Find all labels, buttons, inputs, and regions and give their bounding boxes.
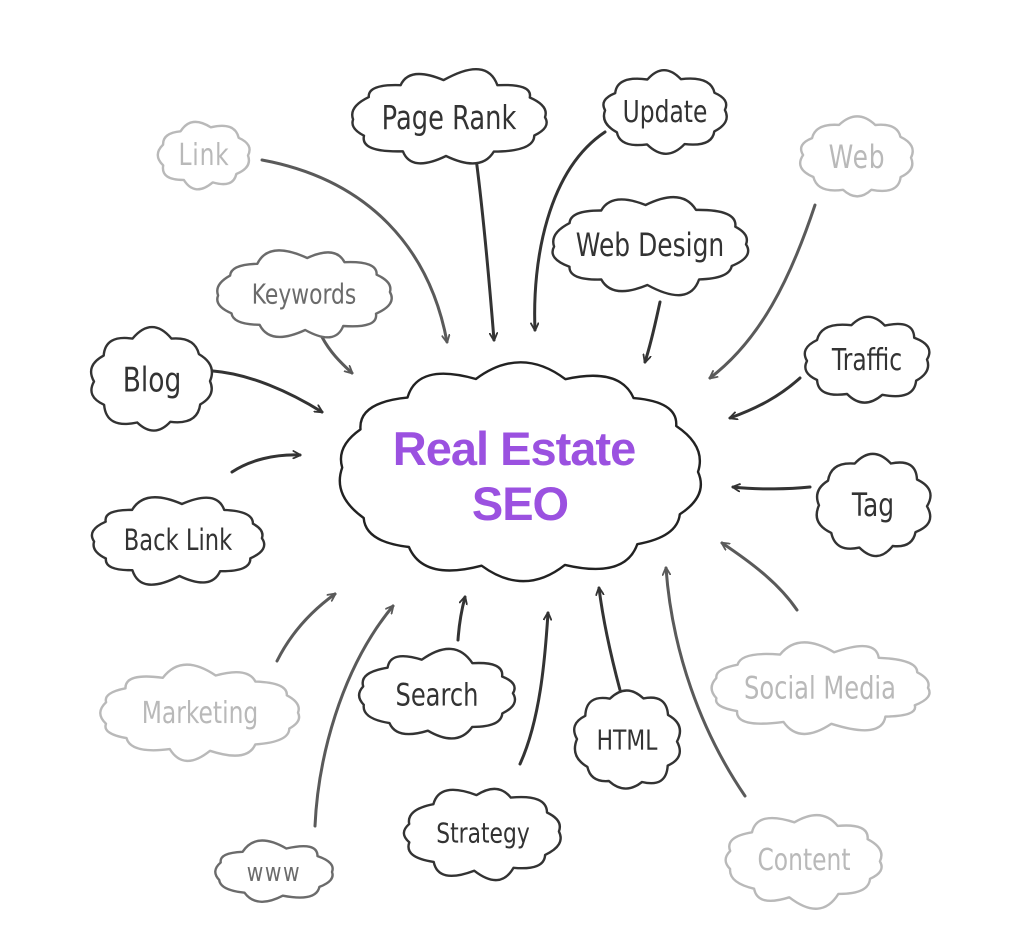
topic-cloud-strategy: Strategy (402, 787, 562, 882)
topic-cloud-shape-page-rank (351, 67, 548, 165)
topic-cloud-shape-link (156, 120, 251, 191)
connector-update (535, 130, 607, 330)
connector-strategy (518, 613, 548, 766)
topic-cloud-search: Search (357, 647, 517, 740)
topic-label-www: www (247, 857, 301, 887)
topic-cloud-shape-web-design (551, 196, 750, 297)
topic-cloud-shape-tag (815, 452, 932, 558)
connector-content (666, 568, 747, 798)
topic-cloud-marketing: Marketing (99, 663, 301, 763)
topic-cloud-shape-blog (89, 325, 214, 432)
topic-cloud-shape-web (799, 115, 914, 198)
center-cloud-shape (338, 361, 703, 583)
topic-cloud-web-design: Web Design (551, 196, 750, 297)
topic-label-keywords: Keywords (252, 278, 357, 310)
topic-label-link: Link (178, 138, 229, 173)
topic-label-page-rank: Page Rank (382, 99, 517, 137)
topic-cloud-shape-traffic (803, 315, 931, 404)
topic-cloud-shape-back-link (90, 496, 266, 586)
connector-traffic (730, 376, 802, 418)
topic-cloud-shape-marketing (99, 663, 301, 763)
connector-marketing (275, 592, 335, 663)
topic-cloud-page-rank: Page Rank (351, 67, 548, 165)
topic-label-strategy: Strategy (436, 817, 530, 849)
topic-cloud-blog: Blog (89, 325, 214, 432)
topic-cloud-www: www (214, 839, 334, 903)
connector-tag (733, 487, 812, 489)
topic-cloud-html: HTML (573, 689, 682, 790)
topic-cloud-shape-html (573, 689, 682, 790)
connector-search (456, 597, 465, 642)
topic-cloud-content: Content (724, 814, 883, 910)
topic-label-tag: Tag (851, 486, 894, 524)
connector-html (599, 588, 622, 692)
topic-label-blog: Blog (123, 361, 182, 400)
topic-cloud-keywords: Keywords (216, 249, 393, 339)
topic-cloud-shape-update (602, 68, 728, 155)
topic-label-back-link: Back Link (124, 524, 232, 557)
topic-label-web-design: Web Design (576, 226, 724, 264)
topic-cloud-traffic: Traffic (803, 315, 931, 404)
connector-web (708, 203, 817, 380)
center-cloud: Real Estate SEO (338, 361, 703, 583)
topic-cloud-back-link: Back Link (90, 496, 266, 586)
connector-arrows (211, 130, 817, 828)
topic-cloud-link: Link (156, 120, 251, 191)
topic-label-content: Content (757, 843, 850, 878)
topic-cloud-shape-www (214, 839, 334, 903)
connector-www (313, 604, 395, 828)
topic-cloud-web: Web (799, 115, 914, 198)
connector-blog (211, 369, 322, 414)
center-title-line2: SEO (472, 477, 568, 530)
topic-cloud-shape-search (357, 647, 517, 740)
topic-cloud-shape-social-media (710, 641, 931, 736)
connector-link (260, 158, 447, 342)
topic-cloud-shape-strategy (402, 787, 562, 882)
connector-web-design (645, 300, 662, 362)
topic-label-marketing: Marketing (142, 696, 259, 731)
connector-keywords (320, 335, 354, 375)
topic-cloud-social-media: Social Media (710, 641, 931, 736)
topic-cloud-tag: Tag (815, 452, 932, 558)
connector-social-media (722, 541, 799, 612)
topic-label-web: Web (829, 138, 886, 176)
topic-label-search: Search (395, 677, 478, 714)
topic-cloud-shape-content (724, 814, 883, 910)
topic-cloud-update: Update (602, 68, 728, 155)
topic-label-traffic: Traffic (831, 343, 902, 378)
topic-label-update: Update (623, 95, 708, 130)
center-title-line1: Real Estate (393, 422, 635, 475)
topic-label-social-media: Social Media (744, 670, 896, 707)
connector-back-link (230, 455, 300, 474)
topic-label-html: HTML (597, 724, 658, 756)
topic-cloud-shape-keywords (216, 249, 393, 339)
connector-page-rank (474, 156, 494, 340)
